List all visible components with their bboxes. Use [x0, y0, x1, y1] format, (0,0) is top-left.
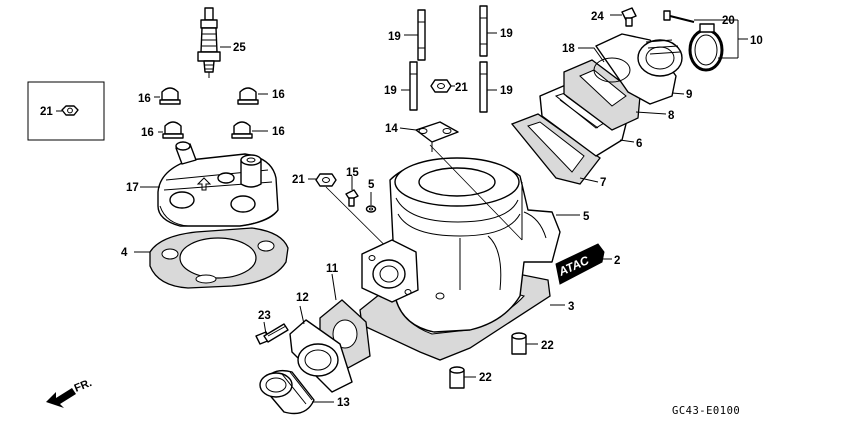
callout-21-inset: 21 [40, 106, 53, 118]
bolt: 23 [255, 310, 289, 345]
nut-upper: 21 [430, 79, 468, 94]
callout-18: 18 [562, 43, 575, 55]
callout-16-b: 16 [272, 89, 285, 101]
exhaust-joint: 13 [259, 369, 350, 415]
dowel-pins: 22 22 [449, 332, 554, 389]
callout-8: 8 [668, 110, 675, 122]
callout-14: 14 [385, 123, 398, 135]
callout-11: 11 [326, 263, 339, 275]
callout-1: 5 [583, 211, 590, 223]
callout-3: 3 [568, 301, 574, 313]
head-gasket: 4 [121, 227, 289, 289]
callout-15: 15 [346, 167, 359, 179]
callout-23: 23 [258, 310, 271, 322]
studs: 19 19 19 19 [384, 5, 513, 113]
atac-decal: ATAC 2 [555, 243, 620, 285]
callout-6: 6 [636, 138, 642, 150]
callout-19-c: 19 [384, 85, 397, 97]
callout-16-c: 16 [141, 127, 154, 139]
front-label: FR. [73, 377, 94, 395]
callout-19-a: 19 [388, 31, 401, 43]
spark-plug: 25 [197, 7, 246, 78]
cylinder-head: 17 [126, 141, 279, 227]
intake-pipe: 9 18 [562, 33, 692, 105]
callout-25: 25 [233, 42, 246, 54]
callout-12: 12 [296, 292, 309, 304]
callout-21-left: 21 [292, 174, 305, 186]
callout-20: 20 [722, 15, 735, 27]
nut-bolt-washer: 21 15 5 [292, 167, 441, 301]
clamp: 20 10 24 [591, 7, 763, 72]
callout-4: 17 [126, 182, 139, 194]
callout-9: 9 [686, 89, 692, 101]
callout-2: 2 [614, 255, 620, 267]
callout-10: 10 [750, 35, 763, 47]
cylinder: 5 [361, 144, 590, 333]
callout-21-upper: 21 [455, 82, 468, 94]
callout-22-b: 22 [479, 372, 492, 384]
callout-22-a: 22 [541, 340, 554, 352]
callout-13: 13 [337, 397, 350, 409]
callout-24: 24 [591, 11, 604, 23]
intake-manifold: 8 [563, 59, 675, 131]
callout-7: 7 [600, 177, 606, 189]
callout-19-d: 19 [500, 85, 513, 97]
inset-box-part-21: 21 [27, 81, 105, 141]
callout-16-a: 16 [138, 93, 151, 105]
front-direction-arrow: FR. [46, 377, 94, 408]
exhaust-flange: 12 [289, 292, 353, 393]
callout-19-b: 19 [500, 28, 513, 40]
callout-17: 5 [368, 179, 375, 191]
reed-gasket: 7 [510, 113, 606, 189]
cap-nuts: 16 16 16 16 [138, 87, 285, 139]
callout-5: 4 [121, 247, 128, 259]
diagram-code: GC43-E0100 [672, 405, 740, 417]
bracket: 14 [385, 121, 459, 152]
callout-16-d: 16 [272, 126, 285, 138]
